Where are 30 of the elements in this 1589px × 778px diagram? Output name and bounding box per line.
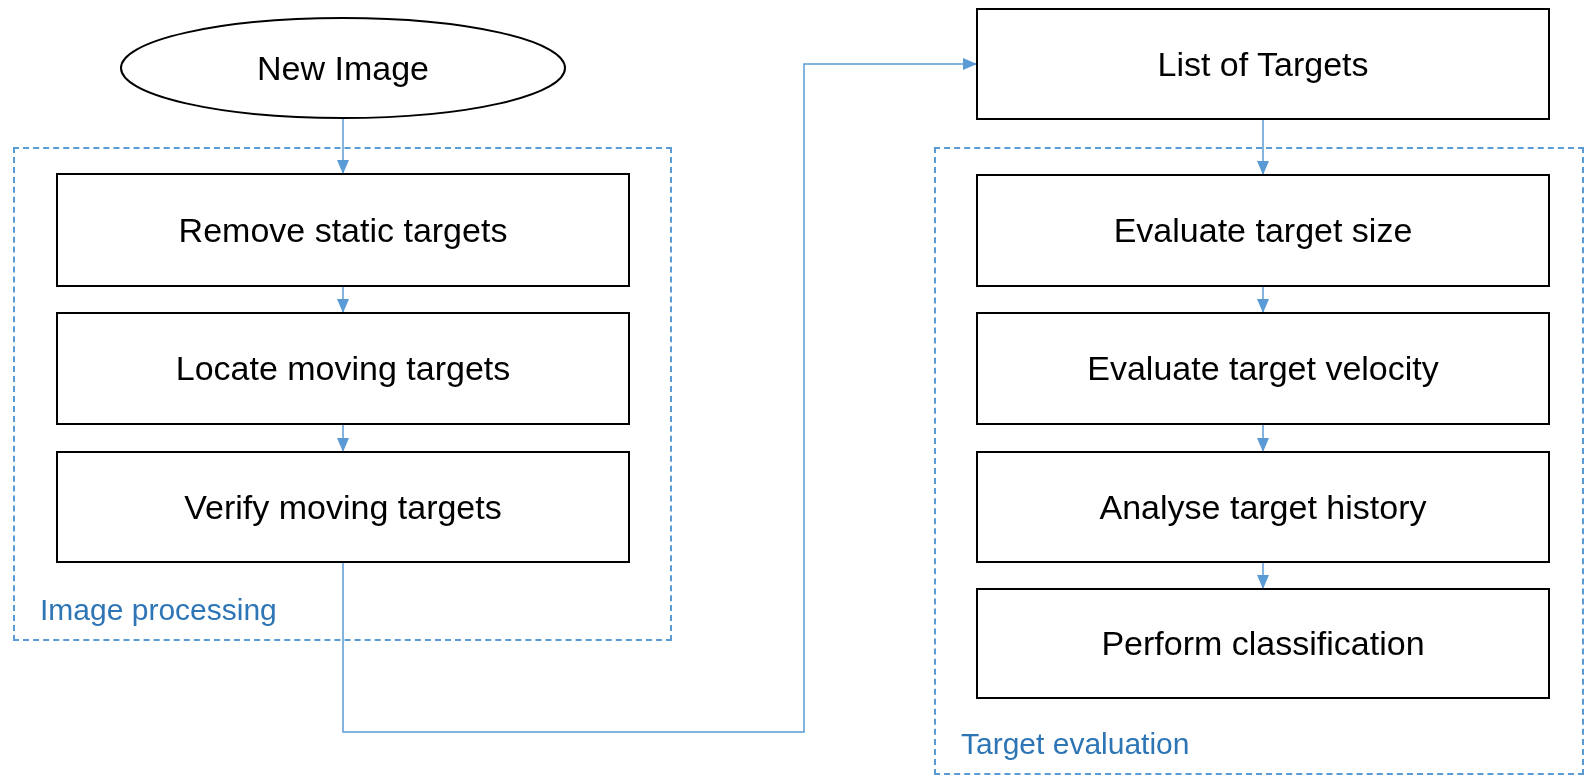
node-label: Locate moving targets — [175, 349, 511, 388]
node-label: Analyse target history — [1099, 487, 1427, 527]
arrow — [337, 424, 349, 452]
process-box — [56, 173, 630, 287]
start-ellipse — [120, 17, 566, 119]
node-label: List of Targets — [1157, 44, 1369, 84]
group-label: Image processing — [40, 593, 277, 627]
arrow — [342, 58, 977, 733]
arrow — [1257, 562, 1269, 589]
node-label: New Image — [257, 48, 429, 88]
arrow — [1257, 119, 1269, 175]
group-label: Target evaluation — [961, 727, 1190, 761]
arrow — [337, 118, 349, 174]
node-label: Verify moving targets — [184, 487, 502, 527]
process-box — [976, 174, 1550, 287]
arrow — [1257, 286, 1269, 313]
node-label: Evaluate target velocity — [1087, 349, 1439, 388]
process-box — [56, 312, 630, 425]
process-box — [976, 451, 1550, 563]
arrow — [337, 286, 349, 313]
node-label: Evaluate target size — [1113, 211, 1413, 250]
group-frame — [13, 147, 672, 641]
node-label: Perform classification — [1101, 624, 1425, 663]
process-box — [56, 451, 630, 563]
arrow — [1257, 424, 1269, 452]
node-label: Remove static targets — [178, 210, 508, 250]
group-frame — [934, 147, 1584, 775]
process-box — [976, 8, 1550, 120]
process-box — [976, 312, 1550, 425]
process-box — [976, 588, 1550, 699]
